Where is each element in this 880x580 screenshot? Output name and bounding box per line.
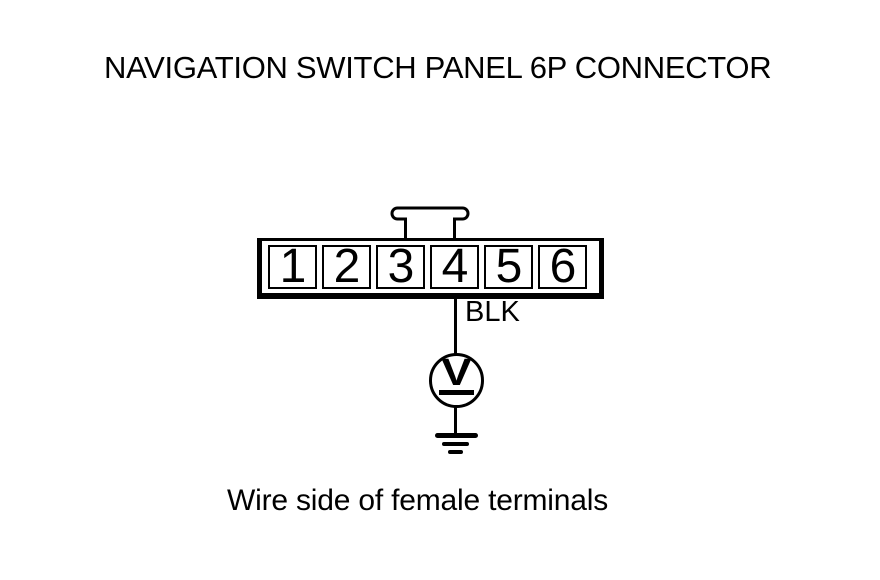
wire-segment-upper bbox=[454, 298, 457, 354]
terminal-number: 1 bbox=[279, 240, 307, 293]
voltmeter-icon: V bbox=[429, 353, 484, 408]
connector-latch-icon bbox=[390, 206, 470, 240]
ground-line-3 bbox=[448, 450, 463, 454]
diagram-caption: Wire side of female terminals bbox=[227, 484, 608, 517]
connector-body: 1 2 3 4 5 6 bbox=[257, 238, 604, 299]
wire-color-label: BLK bbox=[465, 296, 520, 328]
terminal-cell-4: 4 bbox=[430, 240, 479, 293]
terminal-number: 2 bbox=[333, 240, 361, 293]
terminal-number: 3 bbox=[387, 240, 415, 293]
terminal-number: 5 bbox=[495, 240, 523, 293]
voltmeter-symbol: V bbox=[441, 352, 472, 394]
ground-line-1 bbox=[435, 433, 478, 438]
diagram-title: NAVIGATION SWITCH PANEL 6P CONNECTOR bbox=[104, 50, 772, 85]
terminal-cell-5: 5 bbox=[484, 240, 533, 293]
terminal-cell-6: 6 bbox=[538, 240, 587, 293]
terminal-number: 6 bbox=[549, 240, 577, 293]
terminal-number: 4 bbox=[441, 240, 469, 293]
terminal-cell-2: 2 bbox=[322, 240, 371, 293]
voltmeter-underline bbox=[439, 390, 474, 395]
wire-segment-lower bbox=[454, 407, 457, 435]
terminal-cell-1: 1 bbox=[268, 240, 317, 293]
terminal-cell-3: 3 bbox=[376, 240, 425, 293]
ground-line-2 bbox=[442, 442, 469, 446]
